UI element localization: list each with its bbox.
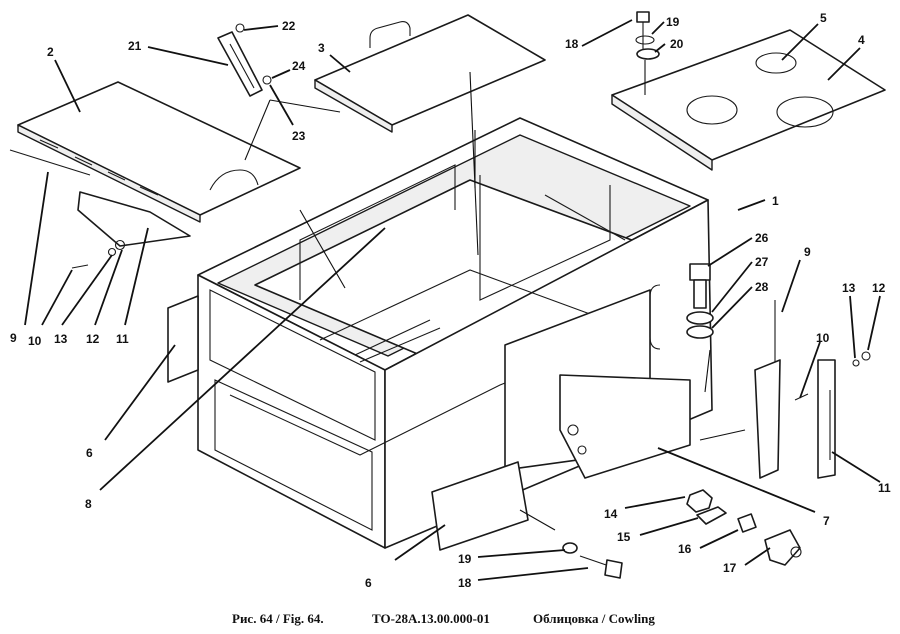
hardware xyxy=(71,11,871,579)
callout-18-bottom: 18 xyxy=(458,576,472,590)
callout-13-right: 13 xyxy=(842,281,856,295)
callout-28: 28 xyxy=(755,280,769,294)
callout-5: 5 xyxy=(820,11,827,25)
figure-title: Облицовка / Cowling xyxy=(533,611,655,626)
callout-17: 17 xyxy=(723,561,737,575)
hood-panel xyxy=(17,81,301,223)
callout-1: 1 xyxy=(772,194,779,208)
assembly-arrows xyxy=(244,60,746,531)
callout-3: 3 xyxy=(318,41,325,55)
callout-6-left: 6 xyxy=(86,446,93,460)
callout-12-right: 12 xyxy=(872,281,886,295)
callout-18-top: 18 xyxy=(565,37,579,51)
top-plate xyxy=(611,29,886,171)
callout-8: 8 xyxy=(85,497,92,511)
callout-13-left: 13 xyxy=(54,332,68,346)
side-panels xyxy=(167,295,529,551)
side-door xyxy=(559,374,691,479)
callout-22: 22 xyxy=(282,19,296,33)
callout-27: 27 xyxy=(755,255,769,269)
callout-26: 26 xyxy=(755,231,769,245)
callout-12-left: 12 xyxy=(86,332,100,346)
callout-14: 14 xyxy=(604,507,618,521)
lid-panel xyxy=(314,14,546,133)
cowling-frame xyxy=(197,117,713,549)
figure-caption: Рис. 64 / Fig. 64. ТО-28А.13.00.000-01 О… xyxy=(0,611,900,631)
callout-4: 4 xyxy=(858,33,865,47)
callout-21: 21 xyxy=(128,39,142,53)
callout-9-left: 9 xyxy=(10,331,17,345)
callout-15: 15 xyxy=(617,530,631,544)
figure-number: Рис. 64 / Fig. 64. xyxy=(232,611,324,626)
callout-23: 23 xyxy=(292,129,306,143)
callout-10-left: 10 xyxy=(28,334,42,348)
callout-20: 20 xyxy=(670,37,684,51)
callout-7: 7 xyxy=(823,514,830,528)
callout-labels: 1 2 3 4 5 6 6 7 8 9 9 10 10 11 11 12 12 … xyxy=(10,11,891,590)
drawing-code: ТО-28А.13.00.000-01 xyxy=(372,611,490,626)
callout-2: 2 xyxy=(47,45,54,59)
callout-11-right: 11 xyxy=(878,481,891,495)
hinge-parts xyxy=(9,149,836,479)
callout-19-bottom: 19 xyxy=(458,552,472,566)
callout-16: 16 xyxy=(678,542,692,556)
callout-6-bottom: 6 xyxy=(365,576,372,590)
cowling-exploded-view: 1 2 3 4 5 6 6 7 8 9 9 10 10 11 11 12 12 … xyxy=(9,11,891,590)
callout-11-left: 11 xyxy=(116,332,129,346)
callout-9-right: 9 xyxy=(804,245,811,259)
leader-lines xyxy=(24,19,881,581)
callout-24: 24 xyxy=(292,59,306,73)
callout-19-top: 19 xyxy=(666,15,680,29)
callout-10-right: 10 xyxy=(816,331,830,345)
